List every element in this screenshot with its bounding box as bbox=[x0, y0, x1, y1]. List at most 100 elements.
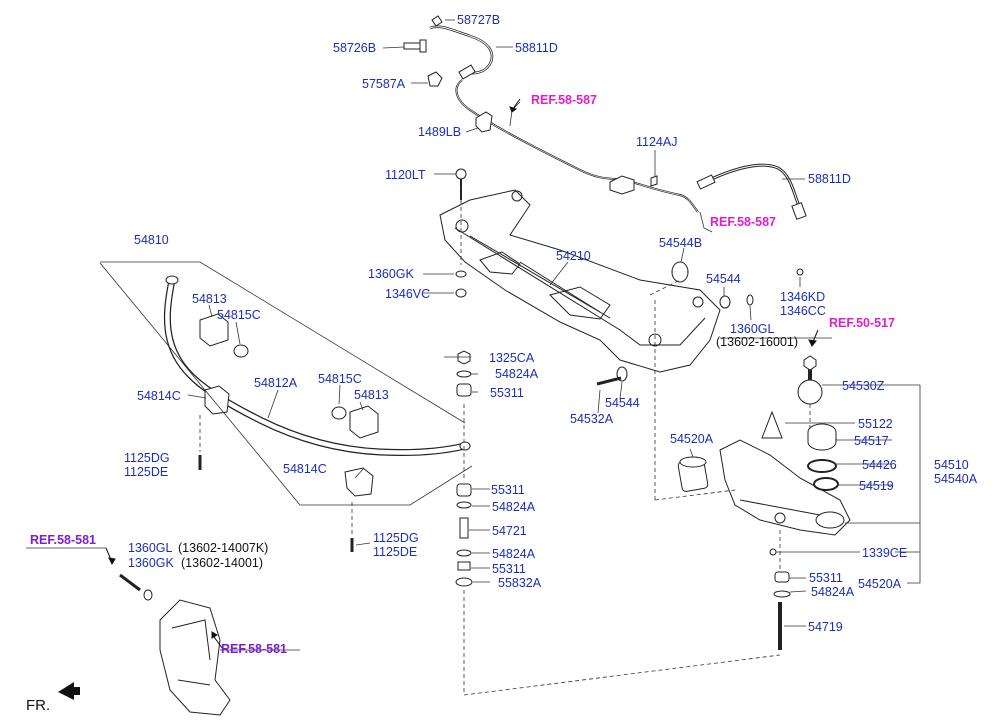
label-54810: 54810 bbox=[134, 233, 169, 247]
washer-1360GK bbox=[143, 589, 153, 601]
label-54544-b: 54544 bbox=[605, 396, 640, 410]
label-57587A: 57587A bbox=[362, 77, 406, 91]
label-54544B: 54544B bbox=[659, 236, 703, 250]
label-54815C-a: 54815C bbox=[217, 308, 261, 322]
front-direction-label: FR. bbox=[26, 697, 51, 714]
label-55311-1: 55311 bbox=[490, 386, 524, 400]
label-54517: 54517 bbox=[854, 434, 889, 448]
label-58727B: 58727B bbox=[457, 13, 501, 27]
label-1125DG-a: 1125DG bbox=[124, 451, 170, 465]
crossmember bbox=[439, 189, 721, 373]
label-54210: 54210 bbox=[556, 249, 591, 263]
bolt-1120LT bbox=[455, 168, 467, 180]
ring-54519 bbox=[813, 477, 839, 491]
label-1489LB: 1489LB bbox=[418, 125, 462, 139]
bushing-54520A-top bbox=[679, 456, 707, 468]
leader-lines bbox=[26, 19, 921, 651]
label-1360GL-b: 1360GL bbox=[128, 541, 173, 555]
label-54813-b: 54813 bbox=[354, 388, 389, 402]
label-1125DE-b: 1125DE bbox=[373, 545, 418, 559]
label-54812A: 54812A bbox=[254, 376, 298, 390]
bushing-54544 bbox=[719, 295, 731, 309]
label-54520A-a: 54520A bbox=[670, 432, 714, 446]
label-54824A-4: 54824A bbox=[811, 585, 855, 599]
washer-1360GL bbox=[746, 294, 754, 306]
boot-55122 bbox=[761, 410, 783, 439]
front-arrow-icon bbox=[58, 682, 80, 700]
bushing-54517 bbox=[807, 423, 837, 451]
washer-54824A-right bbox=[773, 590, 791, 598]
label-13602-16001: (13602-16001) bbox=[716, 335, 799, 349]
bolt-54532A bbox=[596, 376, 622, 386]
stabilizer-bushings bbox=[199, 313, 379, 497]
bushing-55311-right bbox=[774, 571, 790, 583]
ref-58-581-bottom[interactable]: REF.58-581 bbox=[221, 642, 288, 656]
bushing-54544-lower bbox=[616, 366, 628, 382]
label-54544-a: 54544 bbox=[706, 272, 741, 286]
label-1360GK: 1360GK bbox=[368, 267, 414, 281]
link-stack bbox=[455, 350, 473, 587]
label-1346KD: 1346KD bbox=[780, 290, 826, 304]
stabilizer-bar bbox=[163, 275, 471, 457]
label-1125DE-a: 1125DE bbox=[124, 465, 169, 479]
dashed-lines bbox=[199, 186, 811, 696]
label-55311-2: 55311 bbox=[491, 483, 525, 497]
label-54426: 54426 bbox=[862, 458, 897, 472]
label-1124AJ: 1124AJ bbox=[636, 135, 678, 149]
nut-1339CE bbox=[769, 548, 777, 556]
label-1346CC: 1346CC bbox=[780, 304, 826, 318]
ref-58-587-right[interactable]: REF.58-587 bbox=[710, 215, 777, 229]
label-13602-14001: (13602-14001) bbox=[181, 556, 264, 570]
lower-arm bbox=[719, 439, 851, 536]
plug-54544B bbox=[671, 261, 689, 283]
bolt-1360GL bbox=[119, 573, 141, 592]
label-1325CA: 1325CA bbox=[489, 351, 535, 365]
label-58811D-top: 58811D bbox=[515, 41, 558, 55]
label-54721: 54721 bbox=[492, 524, 527, 538]
nut-ref-50-517 bbox=[803, 355, 817, 371]
ref-arrows bbox=[105, 98, 819, 649]
label-54719: 54719 bbox=[808, 620, 843, 634]
label-1125DG-b: 1125DG bbox=[373, 531, 419, 545]
ref-58-587-top[interactable]: REF.58-587 bbox=[531, 93, 598, 107]
label-1360GL: 1360GL bbox=[730, 322, 775, 336]
label-54814C-a: 54814C bbox=[137, 389, 181, 403]
label-54510: 54510 bbox=[934, 458, 969, 472]
label-54824A-2: 54824A bbox=[492, 500, 536, 514]
ref-50-517[interactable]: REF.50-517 bbox=[829, 316, 896, 330]
bolt-1124AJ bbox=[650, 175, 658, 187]
ring-54426 bbox=[807, 459, 837, 473]
brake-hose-right bbox=[696, 163, 807, 220]
caliper-bracket bbox=[159, 599, 231, 716]
brake-line bbox=[455, 79, 699, 213]
nut-1346VC bbox=[455, 288, 467, 298]
label-54813-a: 54813 bbox=[192, 292, 227, 306]
label-1346VC: 1346VC bbox=[385, 287, 431, 301]
label-55832A: 55832A bbox=[498, 576, 542, 590]
label-54519: 54519 bbox=[859, 479, 894, 493]
label-58726B: 58726B bbox=[333, 41, 377, 55]
ball-joint-54530Z bbox=[797, 379, 823, 405]
label-55311-4: 55311 bbox=[809, 571, 843, 585]
label-54520A-b: 54520A bbox=[858, 577, 902, 591]
label-54824A-3: 54824A bbox=[492, 547, 536, 561]
label-54530Z: 54530Z bbox=[842, 379, 885, 393]
label-54540A: 54540A bbox=[934, 472, 978, 486]
label-55122: 55122 bbox=[858, 417, 893, 431]
label-58811D-right: 58811D bbox=[808, 172, 851, 186]
label-54815C-b: 54815C bbox=[318, 372, 362, 386]
label-1360GK-b: 1360GK bbox=[128, 556, 174, 570]
label-54814C-b: 54814C bbox=[283, 462, 327, 476]
label-54824A-1: 54824A bbox=[495, 367, 539, 381]
nut-1346KD bbox=[796, 268, 804, 276]
label-1120LT: 1120LT bbox=[385, 168, 426, 182]
label-55311-3: 55311 bbox=[492, 562, 526, 576]
ref-58-581-left[interactable]: REF.58-581 bbox=[30, 533, 97, 547]
label-13602-14007K: (13602-14007K) bbox=[178, 541, 269, 555]
label-1339CE: 1339CE bbox=[862, 546, 908, 560]
washer-1360GK bbox=[455, 270, 467, 278]
brake-hose-upper bbox=[403, 15, 494, 87]
label-54532A: 54532A bbox=[570, 412, 614, 426]
